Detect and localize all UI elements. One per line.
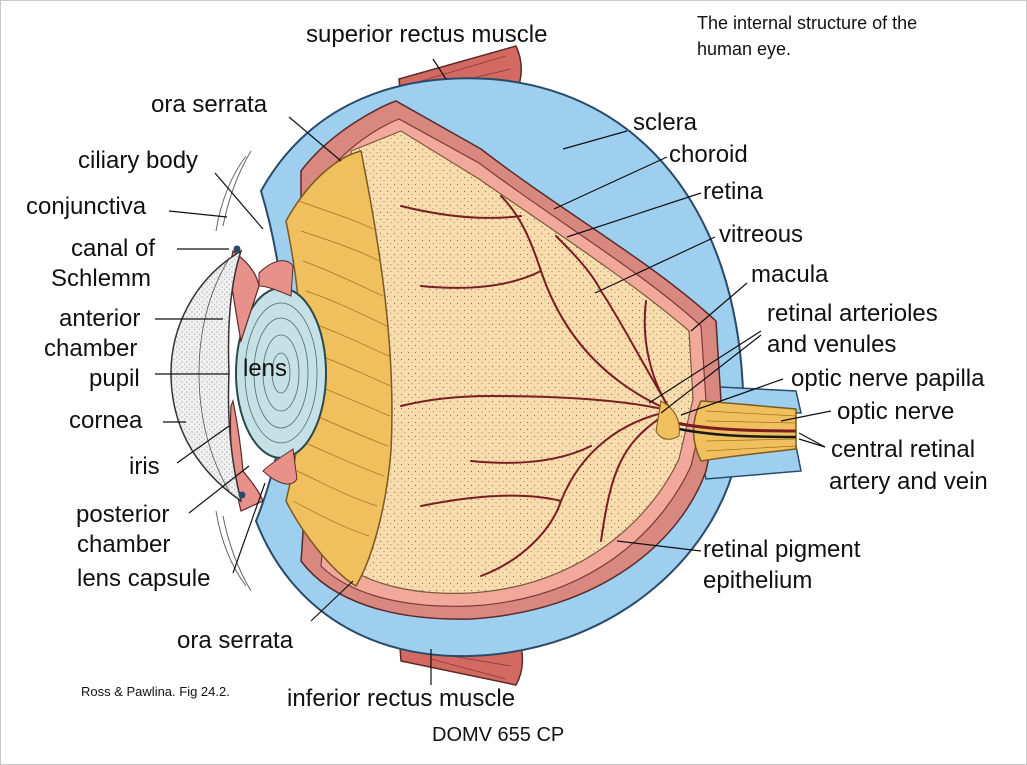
label-retinal-pigment-line2: epithelium <box>703 567 813 594</box>
label-superior-rectus-muscle: superior rectus muscle <box>306 21 548 48</box>
label-retinal-pigment-line1: retinal pigment <box>703 536 861 563</box>
label-conjunctiva: conjunctiva <box>26 193 147 220</box>
label-ora-serrata-bottom: ora serrata <box>177 627 294 654</box>
retinal-vessels <box>400 195 672 577</box>
label-optic-nerve: optic nerve <box>837 398 955 425</box>
label-inferior-rectus-muscle: inferior rectus muscle <box>287 685 516 712</box>
label-central-retinal-line1: central retinal <box>831 436 976 463</box>
label-posterior-chamber-line1: posterior <box>76 501 170 528</box>
label-posterior-chamber-line2: chamber <box>77 531 171 558</box>
label-lens: lens <box>243 355 288 382</box>
label-choroid: choroid <box>669 141 748 168</box>
leader-lines <box>155 58 832 685</box>
label-pupil: pupil <box>89 365 140 392</box>
label-retina: retina <box>703 178 764 205</box>
diagram-title-line2: human eye. <box>697 39 792 59</box>
label-central-retinal-line2: artery and vein <box>829 468 988 495</box>
label-canal-of-schlemm-line1: canal of <box>71 235 156 262</box>
label-sclera: sclera <box>633 109 698 136</box>
label-macula: macula <box>751 261 829 288</box>
label-vitreous: vitreous <box>719 221 804 248</box>
diagram-title-line1: The internal structure of the <box>697 13 918 33</box>
footer-course-code: DOMV 655 CP <box>432 724 565 746</box>
label-ora-serrata-top: ora serrata <box>151 91 268 118</box>
label-anterior-chamber-line1: anterior <box>59 305 141 332</box>
label-canal-of-schlemm-line2: Schlemm <box>51 265 152 292</box>
label-retinal-arterioles-line2: and venules <box>767 331 897 358</box>
label-anterior-chamber-line2: chamber <box>44 335 138 362</box>
label-lens-capsule: lens capsule <box>77 565 211 592</box>
label-retinal-arterioles-line1: retinal arterioles <box>767 300 938 327</box>
label-optic-nerve-papilla: optic nerve papilla <box>791 365 985 392</box>
label-ciliary-body: ciliary body <box>78 147 199 174</box>
citation: Ross & Pawlina. Fig 24.2. <box>81 684 230 699</box>
label-iris: iris <box>129 453 160 480</box>
label-cornea: cornea <box>69 407 143 434</box>
